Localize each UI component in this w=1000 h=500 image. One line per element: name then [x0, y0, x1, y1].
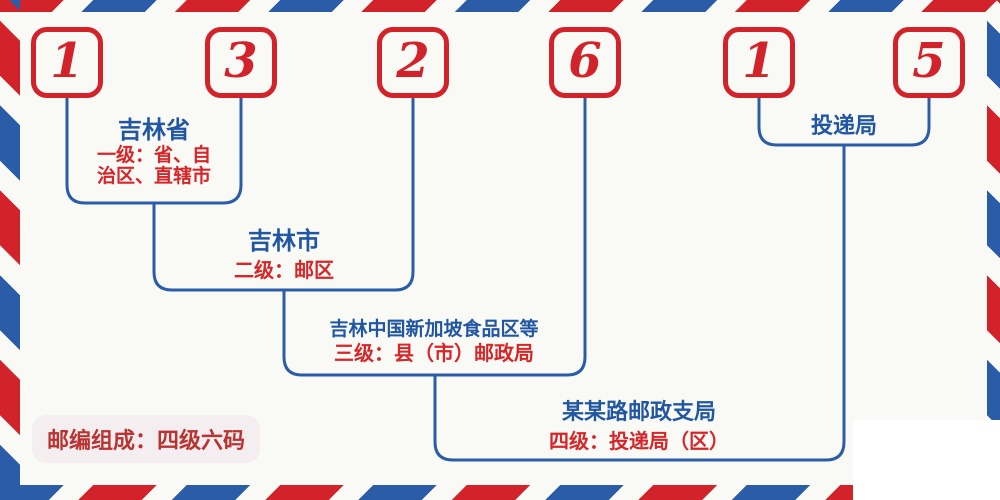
level3-desc: 三级：县（市）邮政局 [334, 341, 534, 365]
level2-name: 吉林市 [248, 227, 320, 255]
airmail-border-top [0, 0, 1000, 12]
digit-3: 2 [396, 32, 430, 89]
digit-box-2: 3 [205, 27, 277, 98]
digit-box-6: 5 [893, 27, 965, 98]
airmail-border-left [0, 0, 20, 500]
level1-desc-line2: 治区、直辖市 [96, 165, 212, 187]
digit-1: 1 [50, 32, 84, 89]
level1-desc: 一级：省、自 治区、直辖市 [97, 145, 211, 187]
digit-5: 1 [742, 32, 776, 89]
level1-name: 吉林省 [118, 116, 190, 144]
digit-box-1: 1 [31, 27, 103, 98]
bracket-level4 [433, 145, 846, 462]
level3-name: 吉林中国新加坡食品区等 [329, 318, 539, 340]
bracket-delivery [757, 98, 931, 147]
level4-desc: 四级：投递局（区） [549, 429, 729, 453]
level2-desc: 二级：邮区 [234, 258, 334, 282]
digit-4: 6 [568, 32, 602, 89]
digit-box-4: 6 [549, 27, 621, 98]
corner-white-patch [853, 420, 1000, 500]
digit-6: 5 [912, 32, 946, 89]
level1-desc-line1: 一级：省、自 [96, 144, 212, 166]
digit-box-3: 2 [377, 27, 449, 98]
airmail-border-right [987, 0, 1000, 500]
postal-composition-badge: 邮编组成：四级六码 [32, 415, 260, 463]
postal-composition-text: 邮编组成：四级六码 [46, 428, 245, 454]
level4-name: 某某路邮政支局 [561, 400, 717, 425]
digit-box-5: 1 [723, 27, 795, 98]
digit-2: 3 [224, 32, 258, 89]
airmail-border-bottom [0, 485, 1000, 500]
delivery-office-label: 投递局 [810, 114, 878, 139]
